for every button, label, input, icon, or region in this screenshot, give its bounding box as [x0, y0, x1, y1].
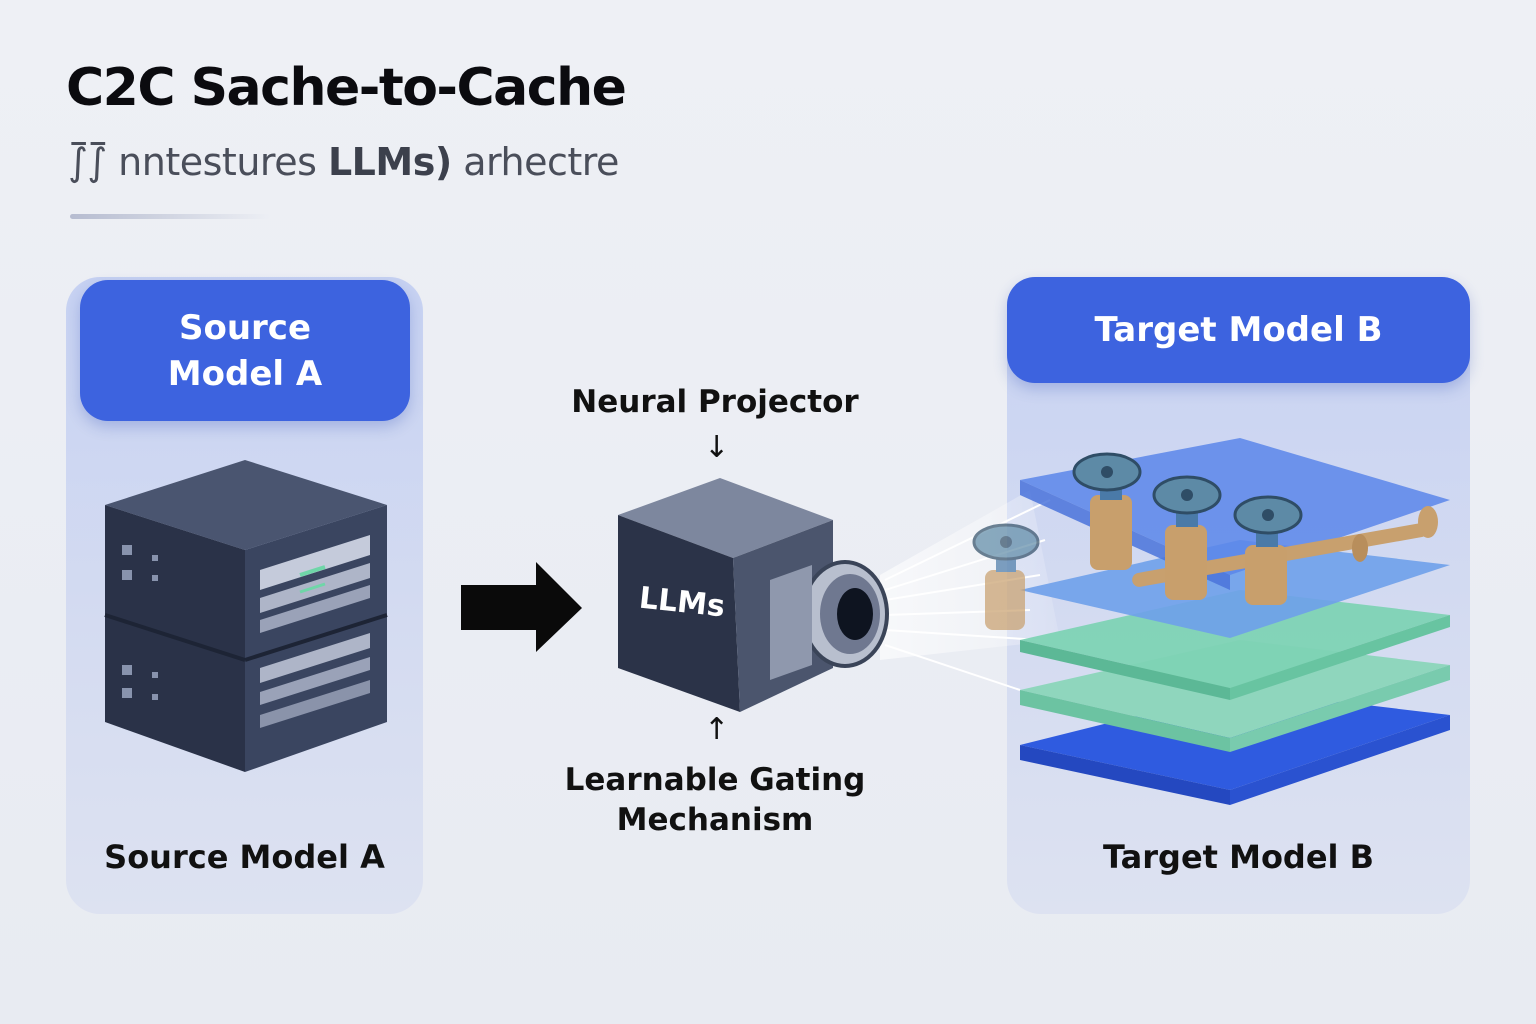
down-arrow-icon: ↓ [704, 430, 730, 465]
target-panel-label: Target Model B [1102, 838, 1375, 876]
subtitle-suffix: arhectre [451, 140, 619, 184]
source-panel-header: Source Model A [80, 280, 410, 421]
layer-stack-icon [1020, 438, 1450, 805]
subtitle-bold: LLMs) [327, 140, 452, 184]
subtitle-prefix: ⨛⨛ nntestures [68, 140, 328, 184]
target-panel-header: Target Model B [1007, 277, 1470, 383]
source-panel-label: Source Model A [104, 838, 385, 876]
valve-icon [972, 523, 1040, 630]
valve-icon [1233, 495, 1303, 605]
page-title: C2C Sache-to-Cache [66, 58, 627, 118]
right-arrow-icon [461, 562, 582, 652]
title-underline [70, 214, 270, 219]
source-header-text: Source Model A [167, 307, 323, 394]
neural-projector-label: Neural Projector [571, 384, 859, 420]
up-arrow-icon: ↑ [704, 712, 730, 747]
target-header-text: Target Model B [1094, 310, 1383, 350]
server-icon [104, 460, 388, 772]
page-subtitle: ⨛⨛ nntestures LLMs) arhectre [68, 140, 619, 184]
valve-icon [1072, 452, 1142, 570]
gating-mechanism-label: Learnable Gating Mechanism [564, 762, 866, 838]
projector-cube-icon [618, 478, 889, 712]
valve-icon [1152, 475, 1222, 600]
